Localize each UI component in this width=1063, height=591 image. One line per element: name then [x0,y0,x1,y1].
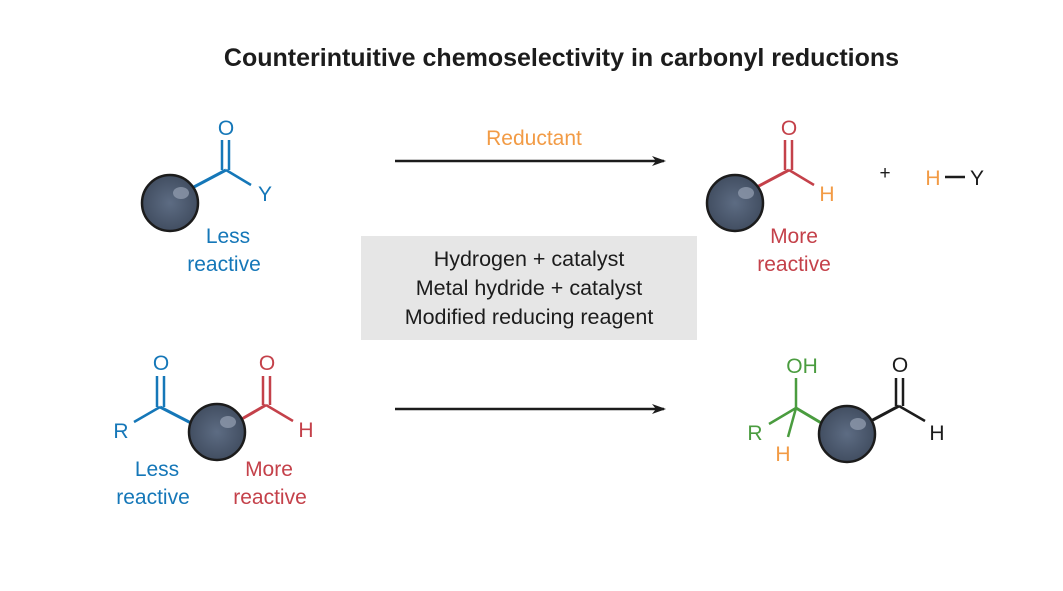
byproduct-hydrogen: H [925,167,940,190]
bond-carbonyl-h [788,168,815,187]
condition-item: Hydrogen + catalyst [433,246,625,271]
less-reactive-label-line1: Less [206,225,250,248]
aldehyde-hydrogen: H [298,419,313,442]
more-reactive-label-line1: More [245,458,293,481]
sphere-highlight [850,418,866,430]
hydrogen-atom: H [819,183,834,206]
bond-carbinol-sphere [795,406,824,426]
aldehyde-hydrogen: H [929,422,944,445]
reductant-label: Reductant [486,127,582,150]
byproduct-y: Y [970,167,984,190]
added-hydrogen: H [775,443,790,466]
bond-aldehyde-h [265,403,294,423]
bond-carbonyl-sphere [159,405,194,426]
r-group: R [113,420,128,443]
more-reactive-label-line2: reactive [757,253,831,276]
bond-sphere-carbonyl [191,168,227,190]
less-reactive-label-line2: reactive [187,253,261,276]
product-1: O H More reactive [705,117,835,276]
plus-sign: + [879,163,890,184]
less-reactive-label-line1: Less [135,458,179,481]
bond-r-carbinol [768,406,797,426]
bond-sphere-aldehyde [868,404,900,424]
less-reactive-label-line2: reactive [116,486,190,509]
bond-sphere-carbonyl [754,168,790,190]
aldehyde-oxygen: O [259,352,275,375]
aldehyde-oxygen: O [892,354,908,377]
r-group: R [747,422,762,445]
byproduct: + H Y [879,163,984,190]
condition-item: Modified reducing reagent [404,304,654,329]
ketone-oxygen: O [153,352,169,375]
reaction-arrow-1: Reductant [395,127,666,166]
y-group: Y [258,183,272,206]
bond-r-carbonyl [133,405,161,424]
sphere-highlight [173,187,189,199]
sphere-highlight [738,187,754,199]
product-2: OH R H O H [747,354,944,466]
oxygen-atom: O [781,117,797,140]
oxygen-atom: O [218,117,234,140]
more-reactive-label-line2: reactive [233,486,307,509]
bond-carbonyl-y [225,168,252,187]
substrate-sphere [705,173,765,233]
bond-aldehyde-h [898,404,926,423]
more-reactive-label-line1: More [770,225,818,248]
bond-sphere-aldehyde [239,403,267,422]
reactant-2: O R O H Less reactive More reactive [113,352,313,509]
sphere-highlight [220,416,236,428]
conditions-box: Hydrogen + catalyst Metal hydride + cata… [361,236,697,340]
condition-item: Metal hydride + catalyst [415,275,643,300]
page-title: Counterintuitive chemoselectivity in car… [223,44,900,72]
substrate-sphere [187,402,247,462]
reactant-1: O Y Less reactive [140,117,272,276]
substrate-sphere [140,173,200,233]
hydroxyl-group: OH [786,355,818,378]
substrate-sphere [817,404,877,464]
bond-carbinol-h [786,407,798,438]
